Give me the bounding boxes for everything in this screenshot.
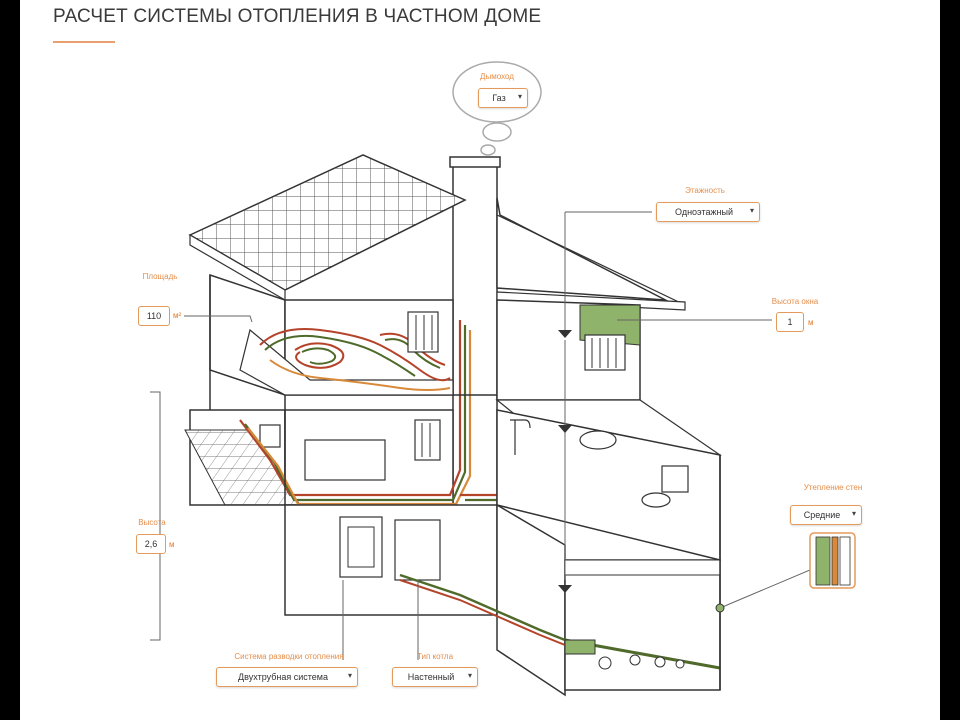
area-label: Площадь	[142, 272, 178, 281]
chevron-down-icon: ▾	[467, 671, 472, 680]
wall-insulation-select[interactable]: Средние ▾	[790, 505, 862, 525]
upper-radiator	[407, 311, 439, 353]
basement	[284, 503, 721, 697]
piping-value: Двухтрубная система	[238, 672, 328, 682]
outer-walls	[209, 275, 721, 690]
wall-height-input[interactable]: 2,6	[136, 534, 166, 554]
chevron-down-icon: ▾	[851, 509, 856, 518]
area-value: 110	[146, 311, 162, 321]
wall-insulation-label: Утепление стен	[803, 483, 863, 492]
right-black-bar	[940, 0, 960, 720]
window-height-unit: м	[808, 318, 814, 327]
boiler-type-select[interactable]: Настенный ▾	[392, 667, 478, 687]
page-title: РАСЧЕТ СИСТЕМЫ ОТОПЛЕНИЯ В ЧАСТНОМ ДОМЕ	[53, 6, 542, 27]
fuel-select[interactable]: Газ ▾	[478, 88, 528, 108]
solar-roof	[188, 154, 467, 302]
wall-height-label: Высота	[138, 518, 166, 527]
wall-insulation-sample	[809, 532, 856, 589]
wall-height-value: 2,6	[144, 539, 158, 549]
window-height-value: 1	[787, 317, 793, 327]
area-input[interactable]: 110	[138, 306, 170, 326]
house-illustration	[150, 61, 856, 697]
window-height-input[interactable]: 1	[776, 312, 804, 332]
boiler-type-value: Настенный	[407, 672, 455, 682]
callout-lines	[150, 211, 821, 660]
wall-height-unit: м	[169, 540, 175, 549]
chevron-down-icon: ▾	[517, 92, 522, 101]
calculator-page: РАСЧЕТ СИСТЕМЫ ОТОПЛЕНИЯ В ЧАСТНОМ ДОМЕ	[20, 0, 940, 720]
chevron-down-icon: ▾	[749, 206, 754, 215]
floors-label: Этажность	[685, 186, 725, 195]
chevron-down-icon: ▾	[347, 671, 352, 680]
area-unit: м²	[173, 311, 182, 320]
boiler-type-label: Тип котла	[416, 652, 454, 661]
title-underline	[53, 41, 115, 43]
floors-select[interactable]: Одноэтажный ▾	[656, 202, 760, 222]
fuel-label: Дымоход	[480, 72, 514, 81]
wall-insulation-value: Средние	[803, 510, 841, 520]
fuel-value: Газ	[492, 93, 506, 103]
piping-select[interactable]: Двухтрубная система ▾	[216, 667, 358, 687]
left-black-bar	[0, 0, 20, 720]
window-height-label: Высота окна	[771, 297, 819, 306]
floors-value: Одноэтажный	[675, 207, 733, 217]
piping-label: Система разводки отопления	[234, 652, 344, 661]
ground-floor-left	[184, 409, 454, 506]
